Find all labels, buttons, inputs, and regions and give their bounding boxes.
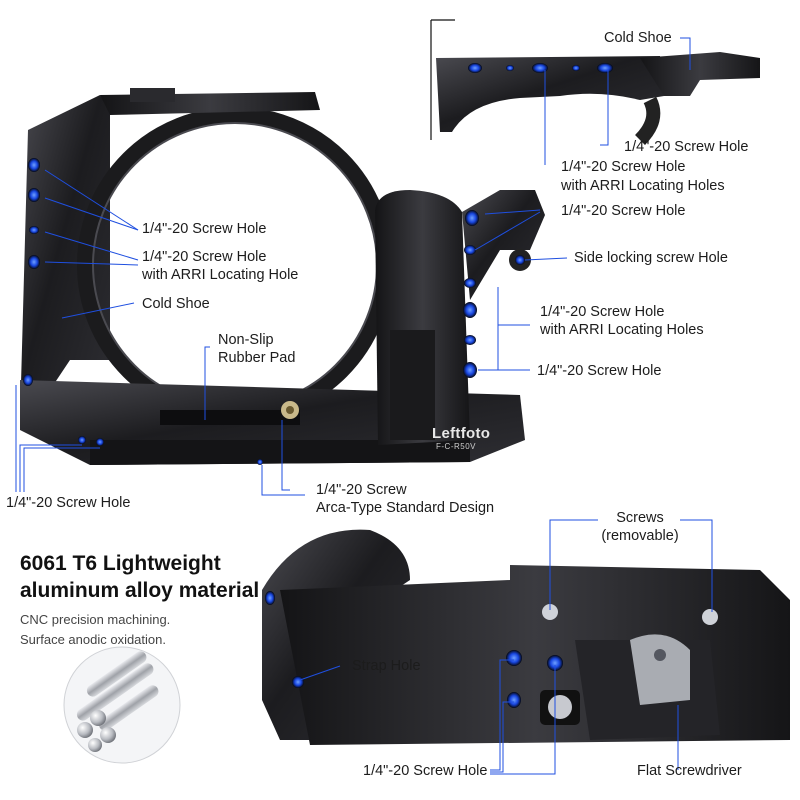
label-bottom-screw-hole: 1/4"-20 Screw Hole [363, 763, 488, 779]
label-rubber-pad-2: Rubber Pad [218, 350, 296, 366]
label-left-arri-1: 1/4"-20 Screw Hole [142, 249, 267, 265]
top-inset [430, 19, 800, 145]
aluminum-rods-image [63, 646, 181, 764]
label-screws-1: Screws [616, 510, 664, 526]
label-screw-hole-top: 1/4"-20 Screw Hole [624, 139, 749, 155]
brand-logo: Leftfoto [432, 425, 491, 442]
model-number: F-C-R50V [436, 442, 477, 451]
label-flat-screwdriver: Flat Screwdriver [637, 763, 742, 779]
leader-lines [15, 37, 713, 775]
heading-line-2: aluminum alloy material [20, 579, 260, 602]
sub-line-1: CNC precision machining. [20, 612, 171, 627]
label-left-cold-shoe: Cold Shoe [142, 296, 210, 312]
heading-line-1: 6061 T6 Lightweight [20, 552, 221, 575]
material-heading: 6061 T6 Lightweight aluminum alloy mater… [20, 550, 259, 604]
label-grip-screw-hole-bottom: 1/4"-20 Screw Hole [537, 363, 662, 379]
label-left-screw-hole: 1/4"-20 Screw Hole [142, 221, 267, 237]
label-screws-2: (removable) [601, 528, 679, 544]
label-grip-arri-1: 1/4"-20 Screw Hole [540, 304, 665, 320]
sub-line-2: Surface anodic oxidation. [20, 632, 166, 647]
label-bottom-left-screw: 1/4"-20 Screw Hole [6, 495, 131, 511]
label-cold-shoe-top: Cold Shoe [604, 30, 672, 46]
label-grip-screw-hole-top: 1/4"-20 Screw Hole [561, 203, 686, 219]
label-rubber-pad-1: Non-Slip [218, 332, 274, 348]
label-side-lock: Side locking screw Hole [574, 250, 728, 266]
label-arri-top-2: with ARRI Locating Holes [561, 178, 725, 194]
label-strap-hole: Strap Hole [352, 658, 421, 674]
label-arca-2: Arca-Type Standard Design [316, 500, 495, 516]
label-arri-top-1: 1/4"-20 Screw Hole [561, 159, 686, 175]
label-arca-1: 1/4"-20 Screw [316, 482, 407, 498]
bottom-cage [262, 529, 790, 745]
label-grip-arri-2: with ARRI Locating Holes [540, 322, 704, 338]
cage-grip [375, 190, 545, 445]
label-left-arri-2: with ARRI Locating Hole [142, 267, 299, 283]
